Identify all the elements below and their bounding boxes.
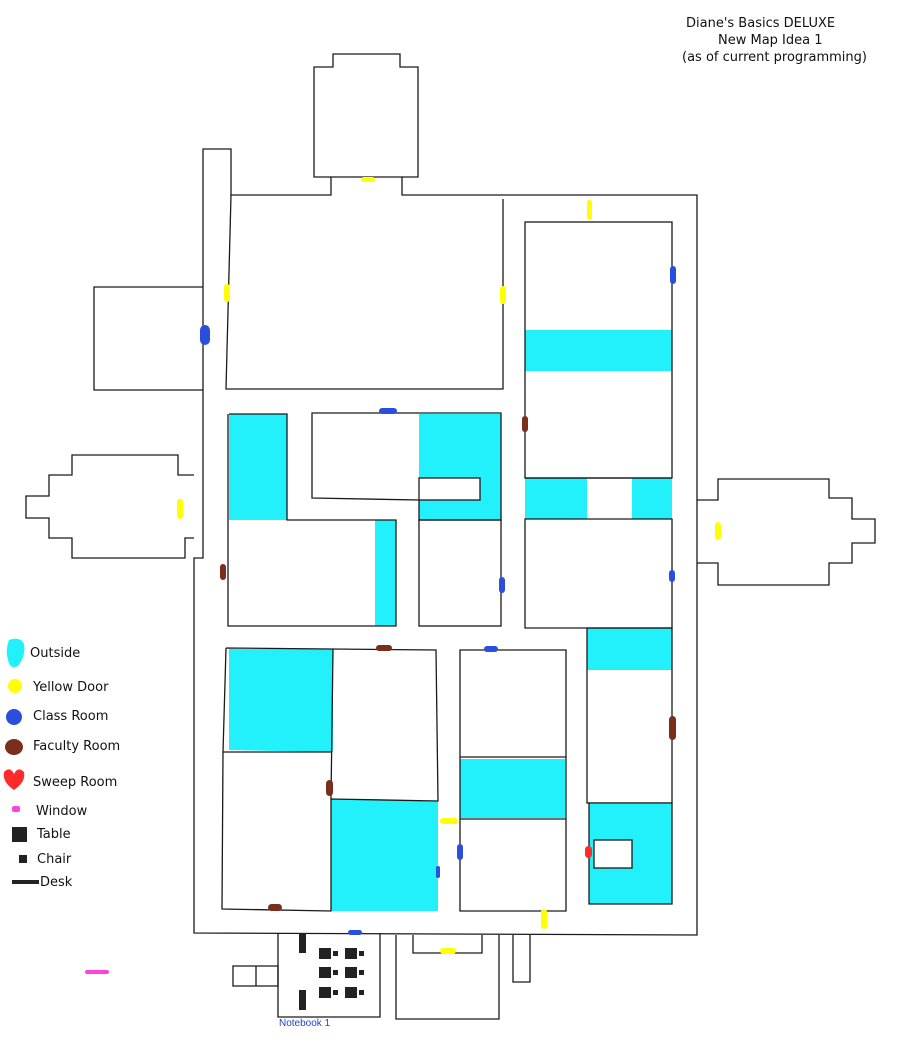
class-door — [457, 844, 463, 860]
room-mid-left — [227, 413, 397, 627]
room-bottom-center — [459, 649, 567, 912]
faculty-door — [326, 780, 333, 796]
left-annex-middle — [25, 454, 194, 559]
desk — [299, 933, 306, 953]
yellow-door — [715, 522, 721, 540]
top-wing — [313, 53, 419, 178]
legend-label-window: Window — [36, 804, 88, 819]
yellow-door — [361, 177, 375, 182]
room-mid-right — [418, 519, 502, 627]
class-door — [436, 866, 440, 878]
inner-corridor-wall — [225, 194, 504, 390]
chair — [333, 951, 338, 956]
legend-label-outside: Outside — [30, 646, 81, 661]
legend-label-desk: Desk — [40, 875, 73, 890]
faculty-door — [268, 904, 282, 911]
cutouts — [418, 477, 633, 869]
yellow-door — [224, 284, 230, 302]
furniture — [299, 933, 364, 1010]
legend-symbol-yellow-door — [8, 679, 22, 693]
bottom-annex-center — [395, 935, 500, 1020]
chair — [359, 970, 364, 975]
yellow-door — [440, 948, 456, 954]
yellow-door — [177, 499, 183, 519]
map-title-line1: Diane's Basics DELUXE — [686, 16, 836, 31]
legend-label-class-room: Class Room — [33, 709, 109, 724]
yellow-door — [500, 286, 506, 304]
outside-area — [229, 649, 333, 752]
cutout — [593, 839, 633, 869]
map-title-line3: (as of current programming) — [682, 50, 867, 65]
yellow-door — [541, 909, 547, 929]
room-right-mid — [524, 518, 673, 629]
legend-symbol-faculty-room — [5, 739, 23, 755]
class-door — [348, 930, 362, 935]
class-door — [670, 266, 676, 284]
table — [319, 967, 331, 978]
table — [345, 948, 357, 959]
cutout — [418, 477, 481, 501]
table — [345, 987, 357, 998]
sweep-door — [585, 846, 592, 858]
desk — [299, 990, 306, 1010]
bottom-annex-right — [512, 935, 531, 983]
outside-area — [632, 478, 672, 519]
outside-area — [460, 759, 565, 818]
table — [319, 948, 331, 959]
legend-symbols — [3, 638, 39, 884]
chair — [333, 970, 338, 975]
faculty-door — [220, 564, 226, 580]
table — [319, 987, 331, 998]
room-divider — [330, 648, 334, 800]
outside-area — [525, 330, 672, 371]
outside-area — [331, 799, 438, 911]
outside-area — [525, 478, 587, 519]
room-bottom-left — [221, 647, 439, 912]
outside-area — [375, 520, 396, 626]
outside-area — [229, 414, 287, 520]
legend-label-faculty-room: Faculty Room — [33, 739, 121, 754]
outside-area — [587, 628, 672, 670]
notebook-label: Notebook 1 — [279, 1018, 331, 1029]
chair — [333, 990, 338, 995]
faculty-door — [669, 716, 676, 740]
legend-symbol-table — [12, 827, 27, 842]
legend-symbol-class-room — [6, 709, 22, 725]
small-annex-left — [232, 965, 279, 987]
table — [345, 967, 357, 978]
class-door — [379, 408, 397, 414]
faculty-door — [522, 416, 528, 432]
legend-label-chair: Chair — [37, 852, 72, 867]
class-door — [669, 570, 675, 582]
yellow-door — [440, 818, 458, 824]
left-annex-upper — [93, 286, 203, 391]
window-mark — [85, 970, 109, 974]
legend-symbol-sweep-room — [3, 769, 25, 790]
legend-symbol-chair — [19, 855, 27, 863]
class-door — [499, 577, 505, 593]
chair — [359, 951, 364, 956]
legend-symbol-window — [12, 806, 20, 812]
faculty-door — [376, 645, 392, 651]
legend-symbol-desk — [12, 880, 39, 884]
doors — [85, 177, 721, 974]
yellow-door — [587, 200, 592, 220]
legend-label-yellow-door: Yellow Door — [33, 680, 109, 695]
legend-label-sweep-room: Sweep Room — [33, 775, 118, 790]
map-title-line2: New Map Idea 1 — [718, 33, 823, 48]
legend-symbol-outside — [6, 638, 25, 668]
walls — [25, 53, 876, 1020]
legend-label-table: Table — [37, 827, 71, 842]
class-door — [484, 646, 498, 652]
right-annex — [697, 478, 876, 586]
room-right-bottom — [588, 802, 673, 905]
outside-area — [419, 414, 501, 520]
chair — [359, 990, 364, 995]
class-door — [200, 325, 210, 345]
